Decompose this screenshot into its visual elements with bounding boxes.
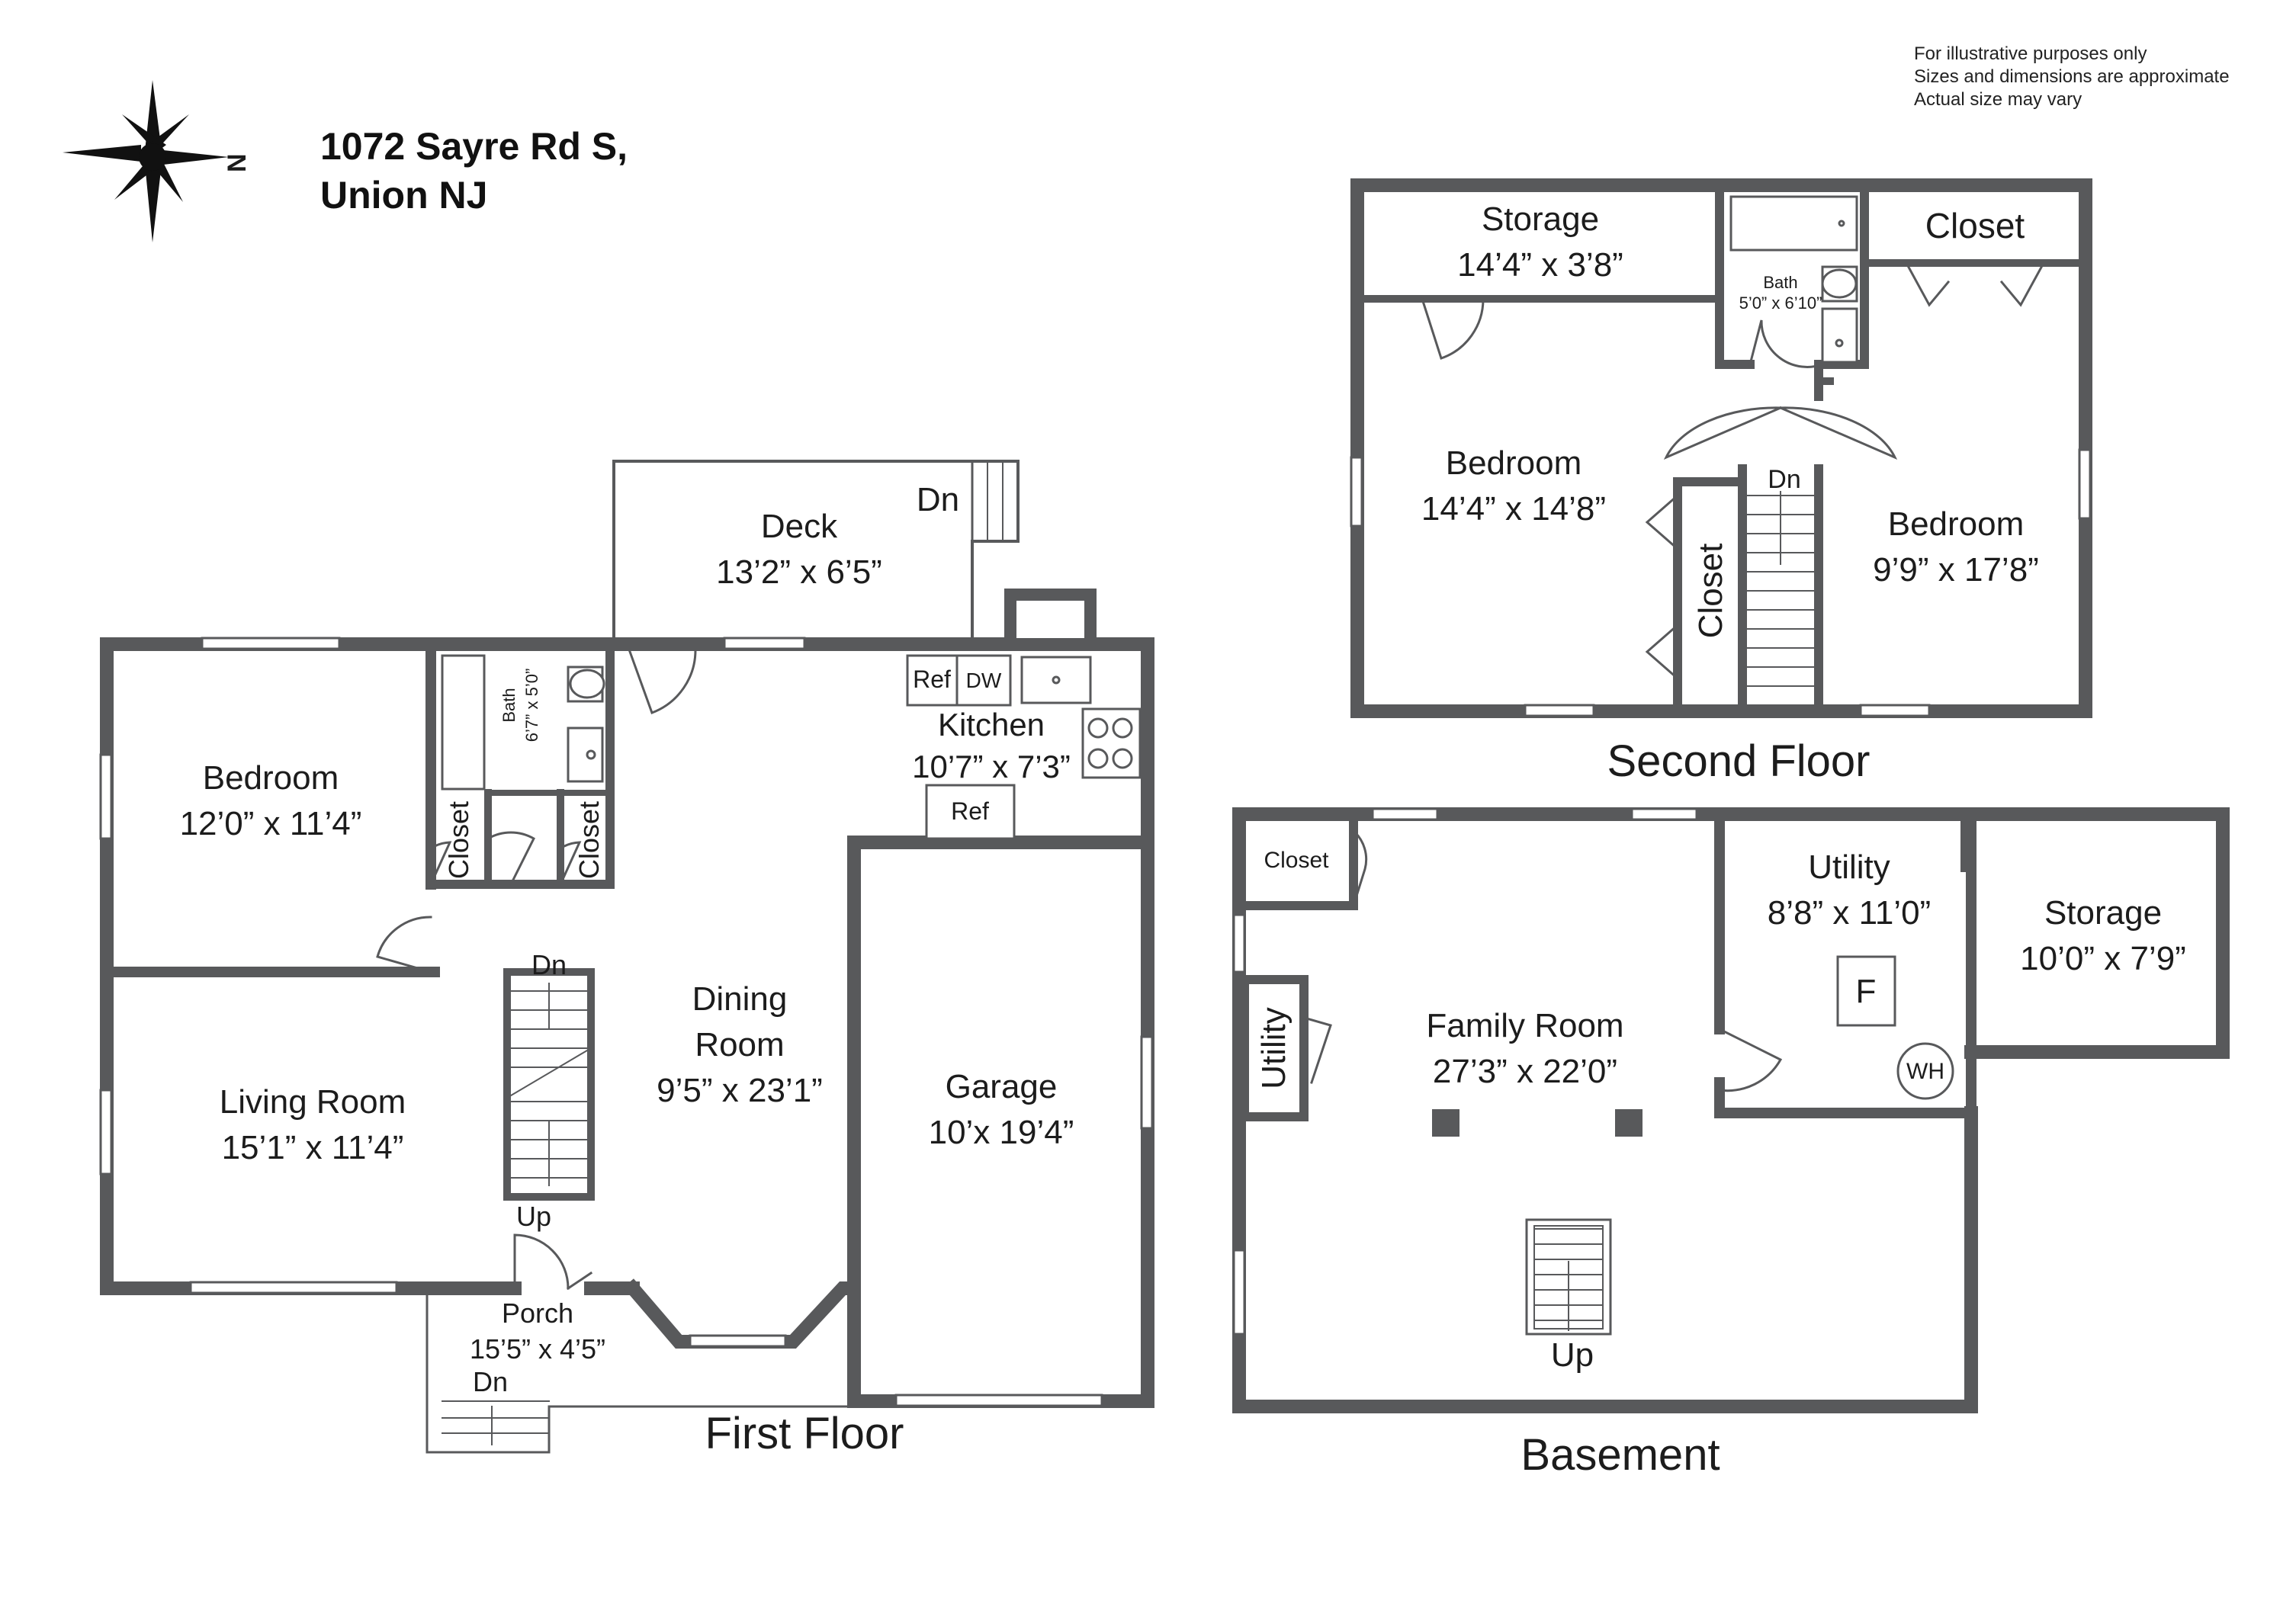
second-floor-labels: Storage 14’4” x 3’8” Bath 5’0” x 6’10” C… [1421,200,2039,786]
family-name: Family Room [1426,1007,1623,1044]
address-block: 1072 Sayre Rd S, Union NJ [320,122,628,220]
dining-line2: Room [695,1026,784,1063]
kitchen-fixtures [906,654,1142,840]
first-stair-up: Up [516,1201,551,1232]
family-dims: 27’3” x 22’0” [1433,1053,1617,1090]
living-name: Living Room [220,1083,406,1121]
basement-side-utility [1240,975,1309,1121]
second-bath-fixtures [1729,195,1858,364]
disclaimer: For illustrative purposes only Sizes and… [1914,43,2230,111]
address-line2: Union NJ [320,174,488,217]
living-dims: 15’1” x 11’4” [222,1129,404,1166]
second-doors [1421,261,2046,681]
ref1-label: Ref [913,666,951,693]
furnace-label: F [1856,973,1877,1010]
basement-closet-label: Closet [1264,848,1329,873]
deck-name: Deck [761,508,838,545]
bedroom-right-dims: 9’9” x 17’8” [1873,551,2039,589]
bedroom-left-dims: 14’4” x 14’8” [1421,490,1606,528]
storage-name: Storage [1482,200,1599,238]
kitchen-dims: 10’7” x 7’3” [912,749,1071,784]
doors [376,648,697,1291]
water-heater-label: WH [1906,1059,1944,1084]
furnace-icon [1836,955,1896,1027]
basement-storage-dims: 10’0” x 7’9” [2020,940,2186,977]
second-windows [1350,448,2092,717]
second-floor-title: Second Floor [1607,736,1871,786]
bedroom-right-name: Bedroom [1888,505,2025,543]
dw-label: DW [966,669,1002,692]
basement-labels: Closet Utility Family Room 27’3” x 22’0”… [1255,848,2186,1480]
disclaimer-line3: Actual size may vary [1914,89,2082,110]
basement [1232,807,2230,1413]
porch-outline [425,1287,856,1454]
first-floor-title: First Floor [705,1409,904,1458]
bedroom-left-name: Bedroom [1446,444,1582,482]
bedroom-name: Bedroom [203,759,339,797]
compass-icon: N [63,80,252,242]
bath-fixtures [441,654,605,791]
basement-stairs [1525,1218,1612,1336]
utility-dims: 8’8” x 11’0” [1768,894,1931,932]
garage-name: Garage [946,1068,1058,1105]
second-stair-dn: Dn [1768,465,1800,494]
porch-dims: 15’5” x 4’5” [470,1333,605,1365]
address-line1: 1072 Sayre Rd S, [320,125,628,168]
closet-mid-label: Closet [1692,544,1729,639]
second-bath-dims: 5’0” x 6’10” [1739,293,1822,313]
dining-line1: Dining [692,980,788,1018]
bedroom-dims: 12’0” x 11’4” [180,805,362,842]
basement-outer-wall [1232,807,2230,1059]
second-bath-name: Bath [1763,273,1797,292]
storage-dims: 14’4” x 3’8” [1457,246,1623,284]
compass-label: N [223,153,252,172]
basement-title: Basement [1520,1430,1720,1480]
basement-side-utility-label: Utility [1255,1007,1293,1089]
basement-doors [1302,829,1783,1092]
column-1 [1432,1109,1459,1137]
bath-dims: 6’7” x 5’0” [522,669,541,743]
ref2-label: Ref [951,797,989,825]
first-stair-dn: Dn [531,949,567,980]
closet2-label: Closet [573,801,605,879]
bay-window [623,1278,861,1349]
first-floor-labels: Deck 13’2” x 6’5” Dn Bedroom 12’0” x 11’… [180,481,1074,1458]
garage-dims: 10’x 19’4” [929,1114,1074,1151]
bath-name: Bath [499,688,519,722]
first-floor [99,460,1154,1454]
deck-stair-label: Dn [917,481,959,518]
basement-storage-name: Storage [2044,894,2162,932]
second-mid-closet [1673,477,1747,716]
closet-top-label: Closet [1925,206,2025,245]
deck-dims: 13’2” x 6’5” [716,553,882,591]
dining-dims: 9’5” x 23’1” [657,1072,823,1109]
utility-name: Utility [1808,848,1890,886]
water-heater-icon [1896,1042,1954,1100]
windows [99,637,1154,1407]
second-floor [1350,178,2092,718]
porch-name: Porch [502,1297,573,1329]
porch-stair-dn: Dn [473,1366,508,1397]
kitchen-name: Kitchen [938,707,1045,743]
disclaimer-line2: Sizes and dimensions are approximate [1914,66,2230,87]
closet1-label: Closet [443,801,474,879]
basement-stair-up: Up [1551,1336,1594,1374]
disclaimer-line1: For illustrative purposes only [1914,43,2147,64]
deck-stair [971,460,1020,543]
first-stairs [503,968,595,1201]
column-2 [1615,1109,1643,1137]
basement-windows [1232,807,1698,1336]
